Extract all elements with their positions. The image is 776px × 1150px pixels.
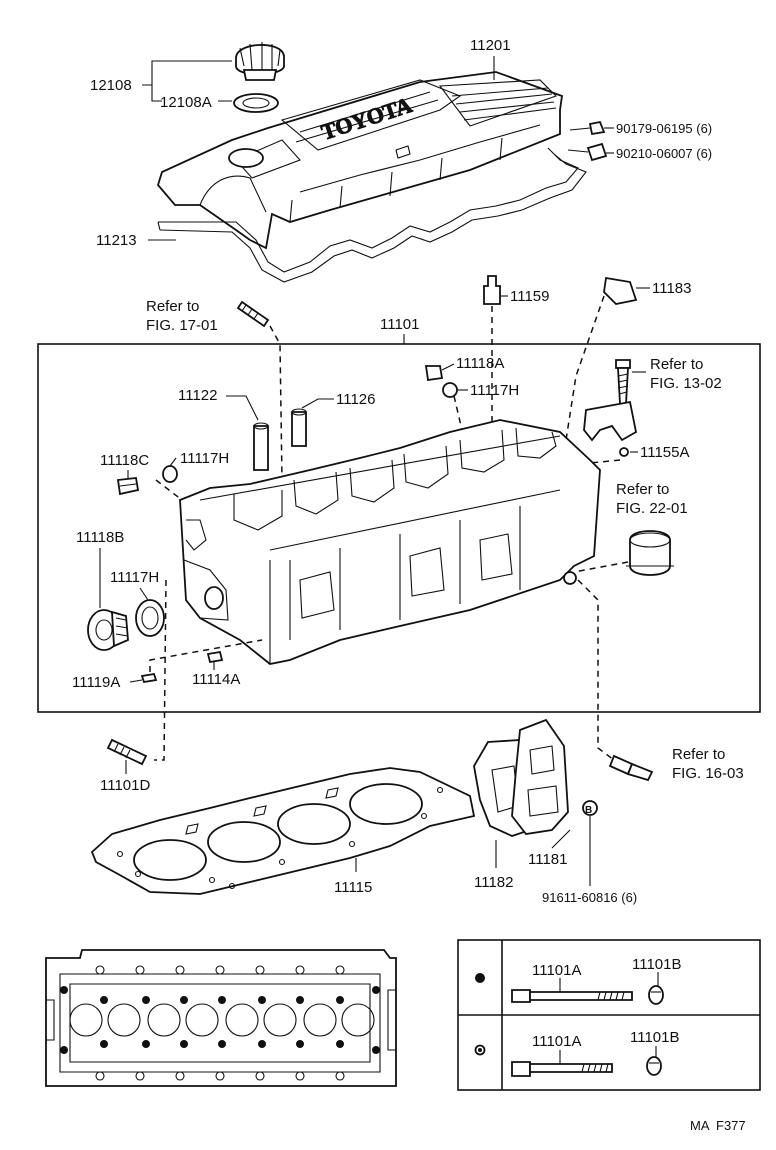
cover-nut: [588, 120, 606, 136]
bolt-fig1302: [615, 359, 631, 405]
label-11183: 11183: [652, 280, 692, 297]
label-12108A: 12108A: [160, 94, 212, 111]
head-gasket-11115: [90, 767, 476, 895]
hollow-dot-icon: [474, 1044, 486, 1056]
label-11182: 11182: [474, 874, 514, 891]
label-11213: 11213: [96, 232, 137, 249]
label-fig1701: FIG. 17-01: [146, 317, 218, 334]
label-11181: 11181: [528, 851, 568, 868]
plug-11118A: [424, 365, 444, 382]
label-11101: 11101: [380, 316, 420, 333]
cylinder-head-bottom-view: [45, 949, 397, 1087]
label-90179: 90179-06195 (6): [616, 121, 712, 136]
label-11101B-row2: 11101B: [630, 1029, 680, 1046]
label-90210: 90210-06007 (6): [616, 146, 712, 161]
label-11101D: 11101D: [100, 777, 150, 794]
head-bolt-row1: [511, 985, 664, 1005]
label-11201: 11201: [470, 37, 511, 54]
part-11159: [483, 275, 501, 305]
solid-dot-icon: [475, 973, 485, 983]
label-11118C: 11118C: [100, 452, 149, 469]
label-11118B: 11118B: [76, 529, 124, 546]
label-11117H-mid: 11117H: [110, 569, 159, 586]
part-11155A-cap: [583, 400, 638, 457]
gasket-11117H-left: [135, 599, 165, 637]
label-11101A-row1: 11101A: [532, 962, 582, 979]
label-12108: 12108: [90, 77, 132, 94]
label-refer-to-1603: Refer to: [672, 746, 725, 763]
sensor-fig1603: [608, 754, 654, 782]
label-11119A: 11119A: [72, 674, 120, 691]
label-11118A: 11118A: [456, 355, 504, 372]
label-11126: 11126: [336, 391, 376, 408]
plug-11118B: [87, 609, 129, 651]
oil-filler-cap: [235, 42, 285, 81]
label-refer-to-1701: Refer to: [146, 298, 199, 315]
label-11117H-upper: 11117H: [470, 382, 519, 399]
label-fig1302: FIG. 13-02: [650, 375, 722, 392]
label-refer-to-1302: Refer to: [650, 356, 703, 373]
ring-11117H-upper: [442, 382, 458, 398]
label-11122: 11122: [178, 387, 218, 404]
bolt-marker-b: B: [582, 800, 598, 816]
head-cover-gasket: [157, 147, 587, 283]
stud-fig1701: [236, 300, 270, 328]
ring-11117H-left: [162, 465, 178, 483]
svg-text:B: B: [585, 805, 592, 816]
part-fig2201: [626, 530, 674, 576]
cylinder-head: [179, 419, 601, 665]
label-11117H-left: 11117H: [180, 450, 229, 467]
figure-code: MA F377: [690, 1118, 746, 1133]
label-11114A: 11114A: [192, 671, 240, 688]
housing-11181: [511, 718, 569, 835]
label-fig2201: FIG. 22-01: [616, 500, 688, 517]
label-11155A: 11155A: [640, 444, 690, 461]
pin-11114A: [206, 650, 224, 664]
guide-11122: [253, 422, 269, 471]
label-91611: 91611-60816 (6): [542, 890, 637, 905]
label-refer-to-2201: Refer to: [616, 481, 669, 498]
cylinder-head-group-frame: [37, 343, 761, 713]
part-11183: [603, 276, 638, 305]
label-11159: 11159: [510, 288, 550, 305]
guide-11126: [291, 408, 307, 447]
pin-11119A: [140, 672, 158, 684]
plug-11118C: [116, 477, 140, 496]
label-11101A-row2: 11101A: [532, 1033, 582, 1050]
filler-cap-gasket: [233, 93, 279, 113]
label-11115: 11115: [334, 879, 372, 896]
label-fig1603: FIG. 16-03: [672, 765, 744, 782]
head-bolt-row2: [511, 1056, 662, 1077]
bolt-variant-table: [457, 939, 761, 1091]
cover-grommet: [586, 142, 608, 162]
stud-11101D: [106, 738, 148, 766]
label-11101B-row1: 11101B: [632, 956, 682, 973]
